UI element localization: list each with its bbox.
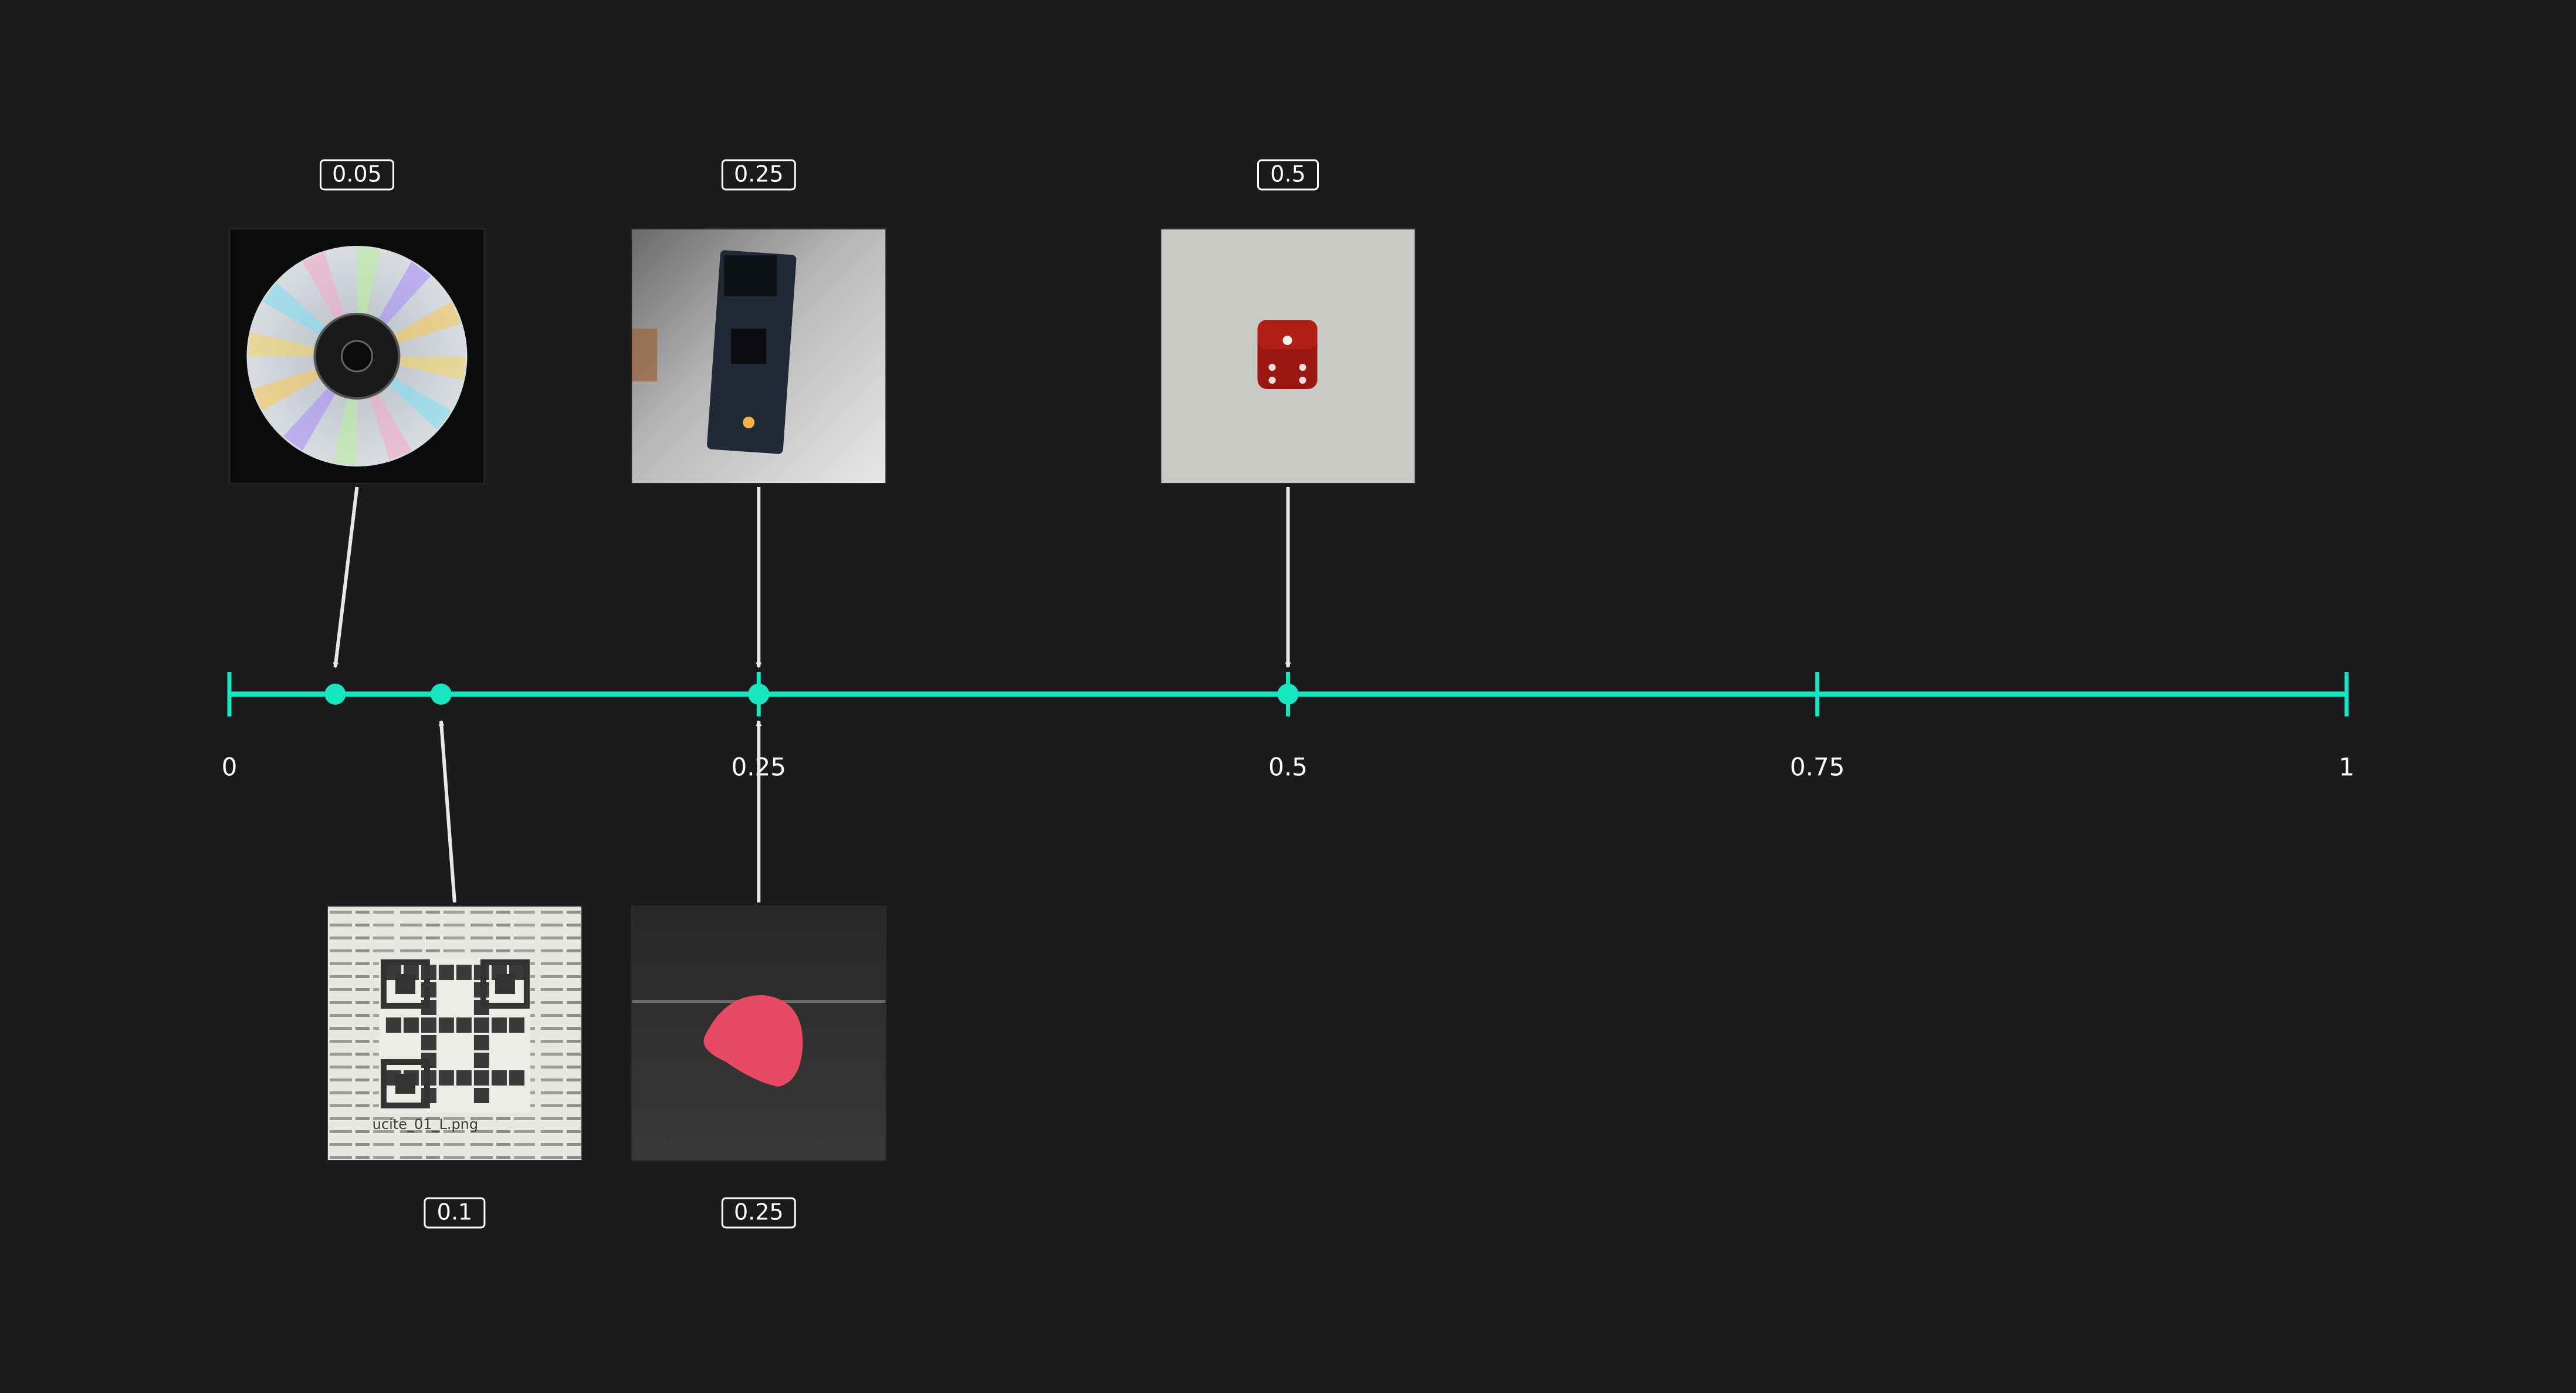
die-pip [1299,364,1306,371]
value-label-text: 0.25 [734,1199,784,1225]
value-label-box [721,159,796,191]
qr-module [438,1070,454,1086]
value-label: 0.25 [721,1197,796,1229]
timeline-item-die: 0.5 [1160,159,1416,484]
axis-marker-point [324,684,346,705]
qr-module [473,1053,489,1068]
cd-rainbow-segment [357,247,381,316]
qr-module [456,1070,472,1086]
qr-finder [380,1059,430,1108]
axis-marker-point [748,684,770,705]
cd-rainbow-segment [302,252,345,321]
qr-module [456,1017,472,1033]
qr-module [509,1017,524,1033]
qr-module [491,1017,507,1033]
qr-module [385,1017,401,1033]
board-wire [631,329,658,381]
qr-finder [380,959,430,1009]
value-label-box [424,1197,486,1229]
qr-module [403,1017,419,1033]
red-blob-thumbnail [631,905,887,1161]
cd-rainbow-segment [252,368,321,411]
value-label-text: 0.25 [734,161,784,187]
red-die-thumbnail [1160,228,1416,484]
red-blob-shape [703,995,803,1087]
value-label: 0.25 [721,159,796,191]
die-pip [1299,377,1306,384]
value-label: 0.05 [319,159,394,191]
board-led [743,417,755,428]
die-pip [1268,377,1276,384]
value-label-text: 0.05 [332,161,382,187]
thumbnail-border [326,905,583,1161]
timeline-item-board: 0.25 [631,159,887,484]
qr-module [473,1070,489,1086]
qr-module [473,1035,489,1050]
timeline-item-blob: 0.25 [631,905,887,1229]
qr-module [438,1017,454,1033]
die-pip [1282,336,1292,345]
qr-module [421,1017,436,1033]
qr-module [438,965,454,980]
cd-disc-thumbnail [229,228,485,484]
pointer-arrow [438,720,456,903]
value-label-box [1257,159,1319,191]
qr-module [421,1035,436,1050]
board-chip [731,329,767,364]
value-label: 0.1 [424,1197,486,1229]
tick-label: 1 [2339,753,2355,782]
qr-finder [480,959,530,1009]
value-label-text: 0.1 [437,1199,472,1225]
image-caption: ucite_01_L.png [373,1116,478,1132]
thumbnail-border [631,905,887,1161]
qr-module [456,965,472,980]
value-label-box [721,1197,796,1229]
qr-module [509,1070,524,1086]
qr-module [491,1070,507,1086]
thumbnail-border [1160,228,1416,484]
axis-marker-point [430,684,452,705]
value-label: 0.5 [1257,159,1319,191]
axis-marker-point [1277,684,1299,705]
cd-rainbow-segment [397,356,466,380]
tick-label: 0.5 [1268,753,1308,782]
cd-rainbow-segment [333,396,357,465]
die-pip [1268,364,1276,371]
tick-label: 0 [222,753,238,782]
cd-rainbow-segment [369,391,412,461]
cd-rainbow-segment [377,261,431,326]
cd-rainbow-segment [248,332,317,356]
cd-rainbow-segment [262,282,327,336]
cd-rainbow-segment [387,377,452,430]
cd-rainbow-segment [283,386,337,451]
circuit-board-thumbnail [631,228,887,484]
qr-finder-center [395,1074,415,1094]
pointer-arrow [333,486,359,668]
qr-module [473,1088,489,1103]
die-top-face [1257,320,1318,349]
qr-finder-center [495,974,515,994]
qr-document-thumbnail [326,905,583,1161]
thumbnail-border [631,228,887,484]
value-label-text: 0.5 [1270,161,1305,187]
timeline-item-qr: ucite_01_L.png 0.1 [326,905,583,1229]
timeline-item-cd: 0.05 [229,159,485,484]
value-label-box [319,159,394,191]
tick-label: 0.75 [1790,753,1845,782]
qr-module [473,1017,489,1033]
qr-finder-center [395,974,415,994]
cd-rainbow-segment [392,302,461,344]
cd-hole [340,340,373,373]
board-header [724,255,777,296]
thumbnail-border [229,228,485,484]
